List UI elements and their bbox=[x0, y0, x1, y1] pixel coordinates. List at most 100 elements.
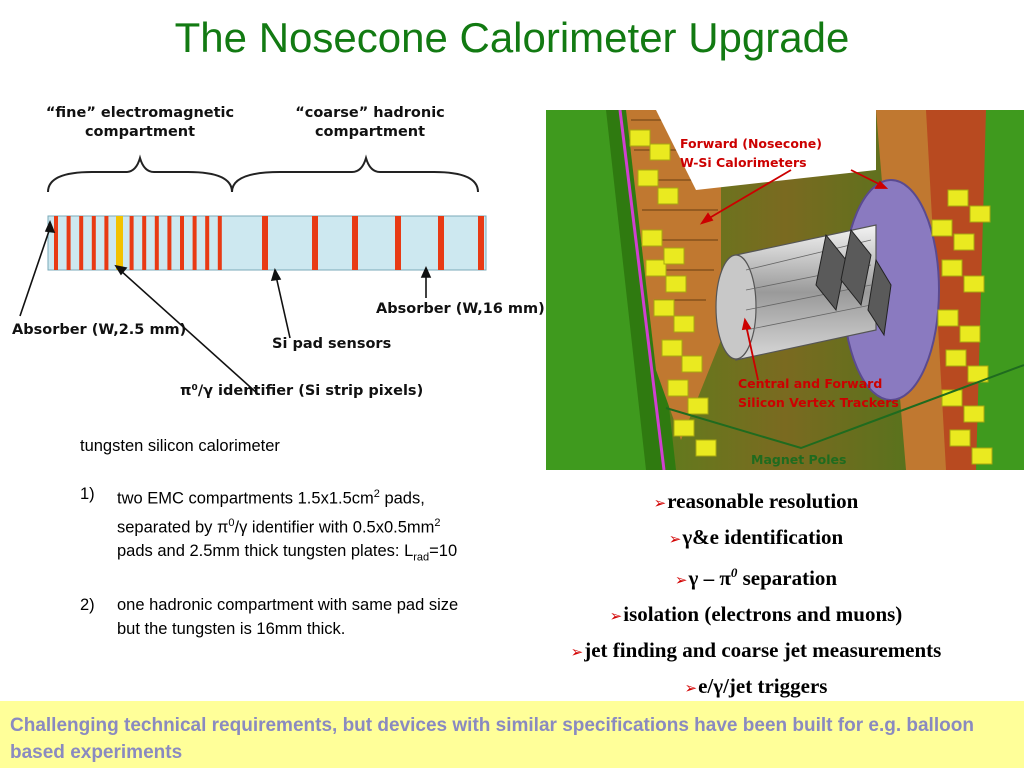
item1-text-a: two EMC compartments 1.5x1.5cm bbox=[117, 489, 374, 508]
calorimeter-diagram bbox=[19, 154, 487, 395]
feature-text: isolation (electrons and muons) bbox=[623, 602, 903, 626]
calorimeter-block bbox=[665, 275, 687, 293]
fine-compartment-label-line1: “fine” electromagnetic bbox=[45, 105, 235, 121]
feature-list: ➢reasonable resolution ➢γ&e identificati… bbox=[506, 484, 1006, 705]
calorimeter-block bbox=[945, 349, 967, 367]
calorimeter-block bbox=[687, 397, 709, 415]
bullet-arrow-icon: ➢ bbox=[570, 643, 584, 661]
thin-absorber-plate bbox=[129, 216, 134, 270]
item2-text: one hadronic compartment with same pad s… bbox=[117, 596, 459, 639]
thick-absorber-plate bbox=[478, 216, 484, 270]
slide-title: The Nosecone Calorimeter Upgrade bbox=[174, 14, 850, 61]
thin-absorber-plate bbox=[217, 216, 222, 270]
calorimeter-block bbox=[941, 259, 963, 277]
pi-identifier-layer bbox=[116, 216, 123, 270]
thick-absorber-plate bbox=[312, 216, 318, 270]
item1-text-e: =10 bbox=[429, 542, 458, 560]
calorimeter-block bbox=[969, 205, 991, 223]
feature-text: γ – π bbox=[688, 566, 731, 590]
calorimeter-block bbox=[667, 379, 689, 397]
feature-text: reasonable resolution bbox=[667, 489, 859, 513]
calorimeter-block bbox=[661, 339, 683, 357]
thin-absorber-plate bbox=[192, 216, 197, 270]
calorimeter-block bbox=[959, 325, 981, 343]
feature-text: e/γ/jet triggers bbox=[698, 674, 828, 698]
magnet-pole-pointer-line bbox=[665, 364, 1024, 450]
calorimeter-block bbox=[931, 219, 953, 237]
item1-sub-d: rad bbox=[413, 551, 430, 564]
thin-absorber-plate bbox=[66, 216, 71, 270]
thin-absorber-plate bbox=[167, 216, 172, 270]
forward-calorimeter-label-1: Forward (Nosecone) bbox=[680, 136, 822, 151]
item1-sup-c: 2 bbox=[434, 516, 441, 529]
magnet-poles-label: Magnet Poles bbox=[751, 452, 847, 467]
si-pad-label: Si pad sensors bbox=[272, 336, 392, 352]
bullet-arrow-icon: ➢ bbox=[674, 571, 688, 589]
fine-compartment-label-line2: compartment bbox=[84, 124, 196, 140]
calorimeter-block bbox=[937, 309, 959, 327]
calorimeter-block bbox=[963, 275, 985, 293]
calorimeter-block bbox=[657, 187, 679, 205]
calorimeter-block bbox=[653, 299, 675, 317]
coarse-compartment-label-line1: “coarse” hadronic bbox=[295, 105, 445, 121]
pi-identifier-label: π⁰/γ identifier (Si strip pixels) bbox=[180, 383, 424, 399]
coarse-compartment-brace bbox=[231, 154, 479, 193]
banner-text: Challenging technical requirements, but … bbox=[10, 715, 974, 763]
vertex-tracker-label-1: Central and Forward bbox=[738, 376, 883, 391]
feature-item: ➢jet finding and coarse jet measurements bbox=[506, 633, 1006, 669]
calorimeter-block bbox=[641, 229, 663, 247]
description-item-1: 1) two EMC compartments 1.5x1.5cm2 pads,… bbox=[80, 482, 460, 569]
description-intro: tungsten silicon calorimeter bbox=[80, 437, 280, 455]
bullet-arrow-icon: ➢ bbox=[653, 494, 667, 512]
item1-text-c: /γ identifier with 0.5x0.5mm bbox=[234, 518, 435, 536]
coarse-compartment-label-line2: compartment bbox=[314, 124, 426, 140]
calorimeter-block bbox=[695, 439, 717, 457]
item1-sup-a: 2 bbox=[373, 488, 380, 500]
feature-item: ➢γ&e identification bbox=[506, 520, 1006, 556]
thin-absorber-plate bbox=[154, 216, 159, 270]
calorimeter-block bbox=[947, 189, 969, 207]
item1-sup-b: 0 bbox=[228, 516, 235, 529]
thin-absorber-plate bbox=[104, 216, 109, 270]
calorimeter-block bbox=[673, 419, 695, 437]
thin-absorber-plate bbox=[142, 216, 147, 270]
calorimeter-block bbox=[645, 259, 667, 277]
calorimeter-block bbox=[971, 447, 993, 465]
thick-absorber-plate bbox=[395, 216, 401, 270]
thin-absorber-plate bbox=[180, 216, 184, 270]
calorimeter-block bbox=[663, 247, 685, 265]
footer-banner: Challenging technical requirements, but … bbox=[0, 701, 1024, 768]
detector-rendering bbox=[546, 110, 1024, 470]
item1-text-d: pads and 2.5mm thick tungsten plates: L bbox=[117, 542, 414, 560]
bullet-arrow-icon: ➢ bbox=[668, 530, 682, 548]
calorimeter-block bbox=[953, 233, 975, 251]
item1-text-b: pads, separated by π bbox=[117, 489, 425, 537]
feature-text-tail: separation bbox=[737, 566, 838, 590]
thin-absorber-plate bbox=[79, 216, 84, 270]
calorimeter-block bbox=[681, 355, 703, 373]
bullet-arrow-icon: ➢ bbox=[684, 679, 698, 697]
thick-absorber-plate bbox=[438, 216, 444, 270]
calorimeter-block bbox=[673, 315, 695, 333]
calorimeter-block bbox=[963, 405, 985, 423]
feature-item: ➢reasonable resolution bbox=[506, 484, 1006, 520]
vertex-tracker-label-2: Silicon Vertex Trackers bbox=[738, 395, 899, 410]
calorimeter-block bbox=[949, 429, 971, 447]
calorimeter-block bbox=[649, 143, 671, 161]
feature-item: ➢isolation (electrons and muons) bbox=[506, 597, 1006, 633]
feature-text: jet finding and coarse jet measurements bbox=[584, 638, 942, 662]
thin-absorber-plate bbox=[54, 216, 58, 270]
thin-absorber-plate bbox=[205, 216, 210, 270]
feature-item: ➢e/γ/jet triggers bbox=[506, 669, 1006, 705]
calorimeter-block bbox=[629, 129, 651, 147]
thick-absorber-plate bbox=[352, 216, 358, 270]
thick-absorber-plate bbox=[262, 216, 268, 270]
absorber-thick-label: Absorber (W,16 mm) bbox=[376, 301, 545, 317]
absorber-plates bbox=[54, 216, 484, 270]
thin-absorber-plate bbox=[91, 216, 96, 270]
description-item-2: 2) one hadronic compartment with same pa… bbox=[80, 593, 460, 641]
fine-compartment-brace bbox=[47, 154, 233, 193]
forward-calorimeter-label-2: W-Si Calorimeters bbox=[680, 155, 807, 170]
feature-text: γ&e identification bbox=[682, 525, 844, 549]
item-number: 1) bbox=[80, 485, 95, 503]
